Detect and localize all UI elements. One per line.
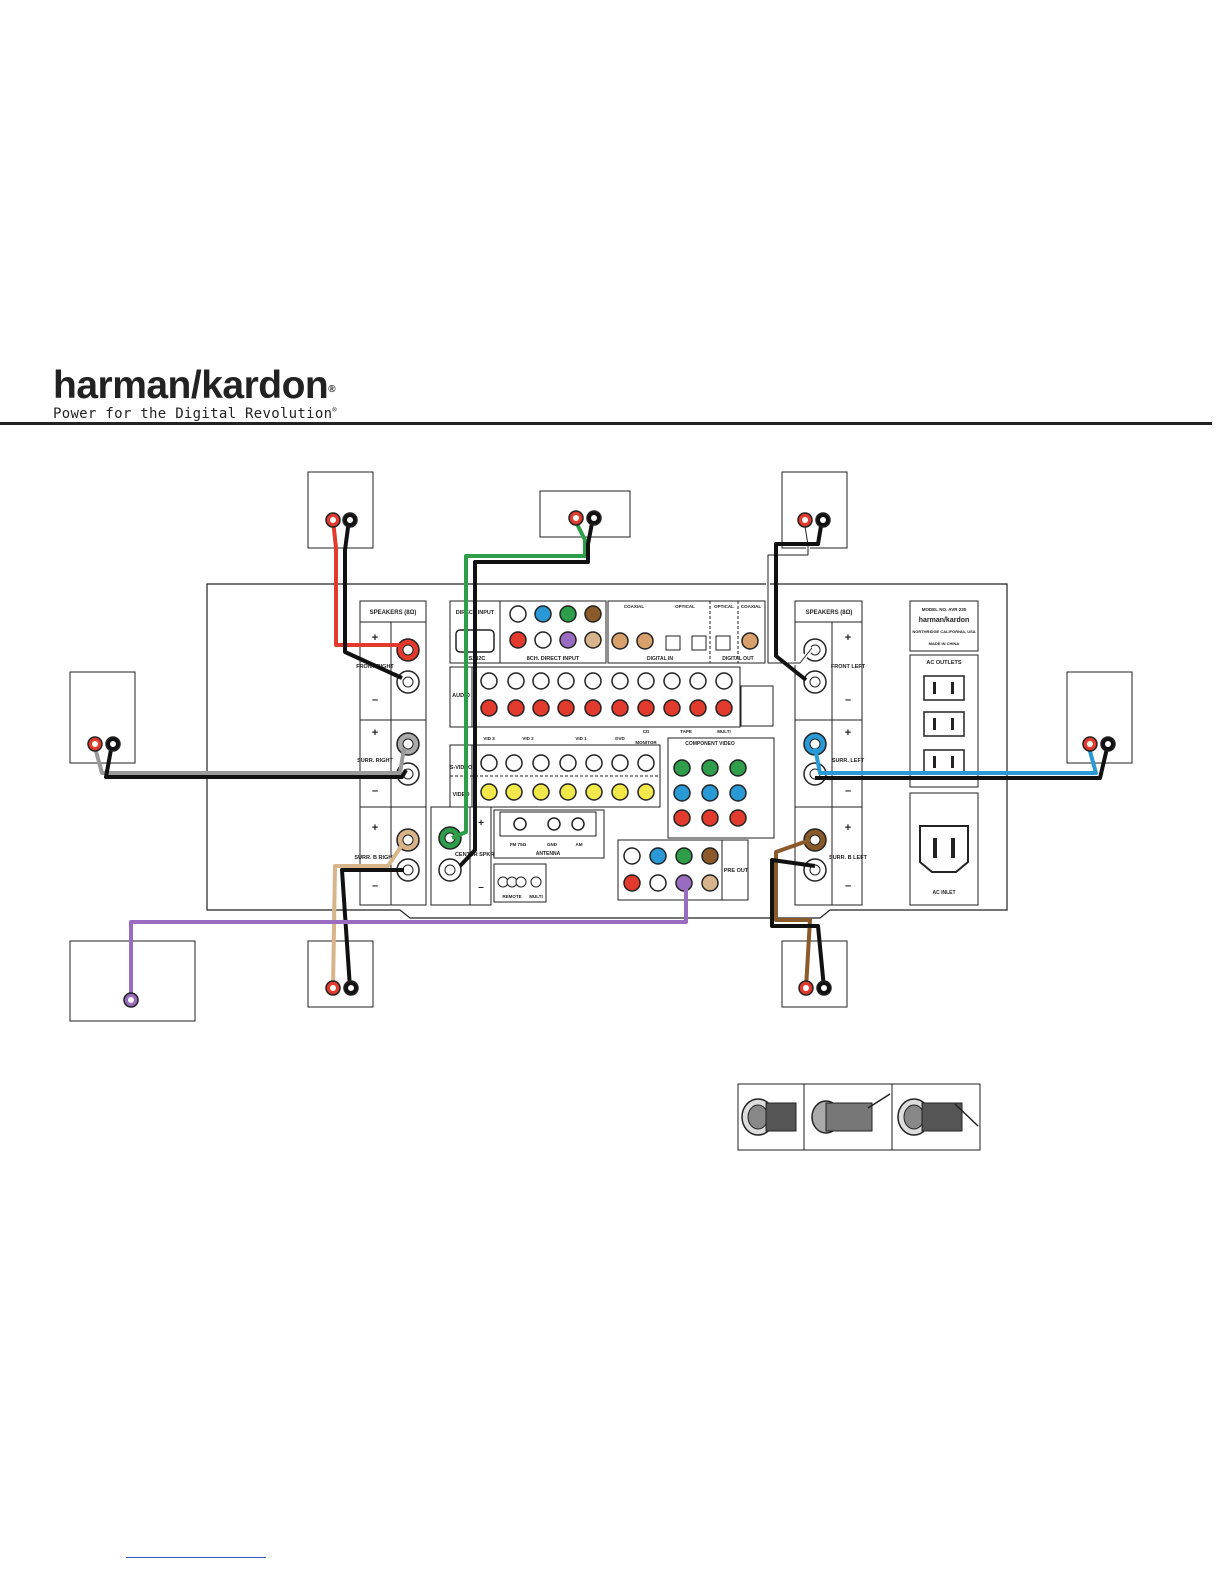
multi-remote-label: MULTI [529,894,542,899]
component-video-label: COMPONENT VIDEO [685,741,735,747]
pre-out-label: PRE OUT [724,868,749,874]
center-speaker-terminals [430,806,492,906]
rca-jacks [509,605,759,650]
binding-post-detail [737,1083,981,1151]
am-label: AM [576,842,583,847]
digital-in-label: DIGITAL IN [647,656,673,662]
surr-right-label: SURR. RIGHT [357,758,393,764]
minus-label: – [372,785,378,797]
ac-inlet-socket [919,825,969,873]
optical-out-label: OPTICAL [714,604,734,609]
plus-label: + [372,727,378,739]
center-speaker-label: CENTER SPKR (8Ω) [455,852,507,858]
speaker-box-surr-right [69,671,136,764]
coaxial-out-label: COAXIAL [741,604,762,609]
model-label: MODEL NO. AVR 230 [922,607,967,612]
digital-out-label: DIGITAL OUT [722,656,753,662]
antenna-jacks [497,817,585,888]
s-video-label: S-VIDEO [450,765,473,771]
speaker-wires [92,517,1110,1000]
speaker-box-surr-b-right [307,940,374,1008]
vid2-label: VID 2 [522,736,534,741]
model-plate [909,600,979,652]
optical-label: OPTICAL [675,604,695,609]
audio-label: AUDIO [452,693,470,699]
minus-label: – [478,882,484,893]
direct-input-8ch-label: 8CH. DIRECT INPUT [527,656,580,662]
minus-label: – [372,880,378,892]
plus-label: + [372,822,378,834]
model-brand-label: harman/kardon [919,617,970,624]
digital-io-panel [607,600,766,664]
footer-link-underline [126,1557,266,1558]
remote-label: REMOTE [502,894,521,899]
speakers-label-left: SPEAKERS (8Ω) [370,610,417,616]
gnd-label: GND [547,842,558,847]
speaker-box-surr-left [1066,671,1133,764]
antenna-label: ANTENNA [536,851,561,857]
ac-inlet-label: AC INLET [932,890,955,896]
plus-label: + [845,727,851,739]
minus-label: – [845,694,851,706]
minus-label: – [845,880,851,892]
made-in-label: MADE IN CHINA [929,641,960,646]
dvd-label: DVD [615,736,625,741]
brand-logo: harman/kardon® Power for the Digital Rev… [53,364,337,423]
speaker-box-front-left [781,471,848,549]
minus-label: – [372,694,378,706]
plus-label: + [372,632,378,644]
fm-label: FM 75Ω [510,842,527,847]
multi-label: MULTI [717,729,730,734]
component-jacks [673,759,747,827]
speaker-box-surr-b-left [781,940,848,1008]
header-rule [0,422,1212,425]
remote-ir-port [740,685,774,727]
surr-b-right-label: SURR. B RIGHT [354,855,396,861]
vid1-label: VID 1 [575,736,587,741]
cd-label: CD [643,729,650,734]
video-jacks [480,754,655,801]
plus-label: + [478,818,484,829]
address-label: NORTHRIDGE CALIFORNIA, USA [912,629,975,634]
plus-label: + [845,632,851,644]
ac-outlets-label: AC OUTLETS [926,660,961,666]
surr-b-left-label: SURR. B LEFT [829,855,868,861]
binding-posts [87,510,1116,1008]
audio-jacks [480,672,733,717]
speakers-label-right: SPEAKERS (8Ω) [806,610,853,616]
speaker-box-center [539,490,631,538]
surr-left-label: SURR. LEFT [832,758,865,764]
optical-out [715,635,731,651]
monitor-label: MONITOR [635,740,657,745]
front-left-label: FRONT LEFT [831,664,866,670]
minus-label: – [845,785,851,797]
optical-in-2 [691,635,707,651]
speaker-box-front-right [307,471,374,549]
video-label: VIDEO [452,792,470,798]
optical-in-1 [665,635,681,651]
brand-name: harman/kardon® [53,364,336,407]
pre-out-jacks [623,847,719,892]
coaxial-label: COAXIAL [624,604,645,609]
vid3-label: VID 3 [483,736,495,741]
brand-tagline: Power for the Digital Revolution® [53,406,337,422]
plus-label: + [845,822,851,834]
tape-label: TAPE [680,729,692,734]
